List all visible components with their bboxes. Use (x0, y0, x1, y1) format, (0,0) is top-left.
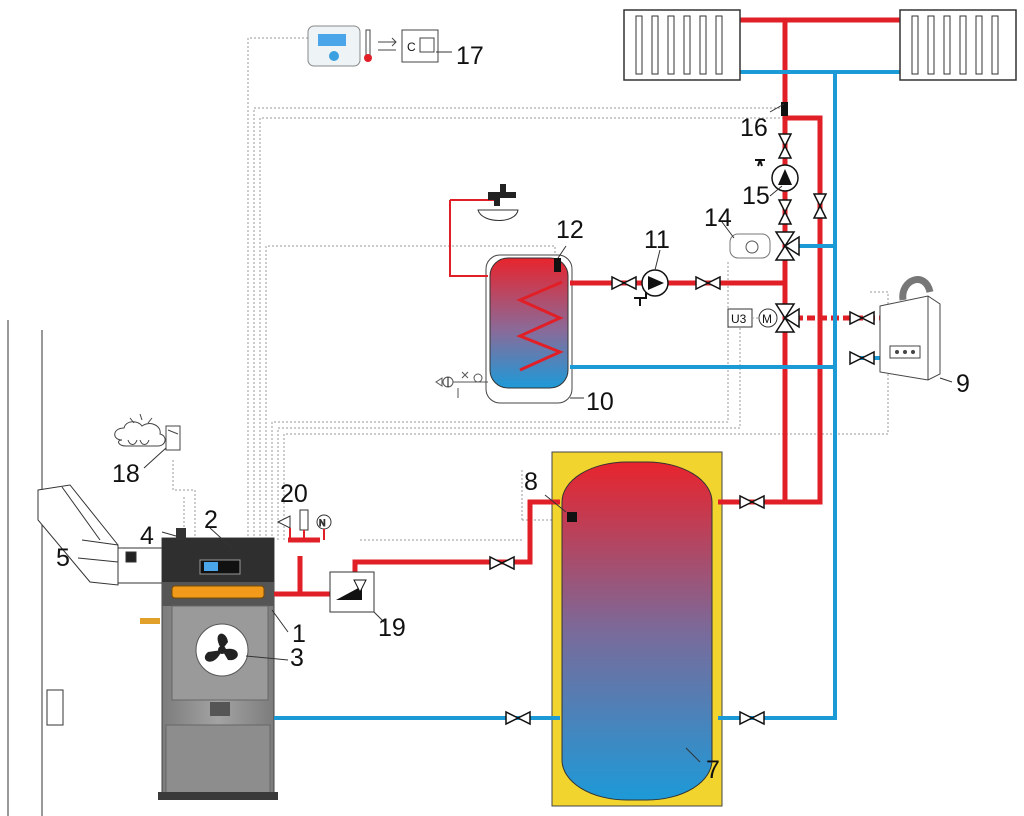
mixing-actuator: U3 M (727, 308, 778, 328)
label-9: 9 (956, 370, 970, 398)
label-4: 4 (140, 522, 154, 550)
room-thermostat-14 (729, 233, 771, 259)
label-3: 3 (290, 644, 304, 672)
leader-lines (77, 51, 953, 763)
motor-label: M (762, 312, 772, 326)
label-15: 15 (742, 182, 770, 210)
thermostatic-valve-19 (329, 571, 375, 613)
pump-11 (634, 269, 669, 306)
label-20: 20 (280, 480, 308, 508)
pump-15 (755, 159, 799, 192)
radiator-left (623, 9, 741, 81)
label-17: 17 (456, 42, 484, 70)
shutoff-valves (489, 133, 875, 726)
component-numbers: 1 2 3 4 5 7 8 9 10 11 12 14 15 16 17 18 … (56, 42, 970, 784)
gas-boiler (879, 276, 941, 381)
radiator-right (899, 9, 1017, 81)
label-10: 10 (586, 388, 614, 416)
sensor-16 (781, 102, 788, 116)
sensor-n-label: N (319, 518, 326, 528)
label-16: 16 (740, 114, 768, 142)
solid-fuel-boiler (140, 528, 278, 800)
u3-label: U3 (731, 312, 747, 326)
hot-water-tap (477, 184, 519, 221)
dhw-tank (485, 254, 573, 404)
label-7: 7 (706, 756, 720, 784)
label-2: 2 (204, 506, 218, 534)
label-19: 19 (378, 614, 406, 642)
label-14: 14 (704, 204, 732, 232)
label-11: 11 (644, 226, 670, 254)
safety-group-20: N (276, 509, 332, 540)
controller-17: C (307, 25, 439, 67)
label-8: 8 (524, 468, 538, 496)
weather-sensor (114, 413, 181, 451)
label-12: 12 (556, 216, 584, 244)
buffer-tank (551, 451, 723, 807)
label-5: 5 (56, 544, 70, 572)
dhw-safety-group (435, 371, 488, 398)
three-way-valve-upper (774, 231, 800, 261)
three-way-valve-mixing (774, 303, 800, 333)
controller-c-label: C (407, 40, 416, 54)
chimney (7, 320, 164, 816)
label-1: 1 (292, 620, 306, 648)
label-18: 18 (112, 460, 140, 488)
